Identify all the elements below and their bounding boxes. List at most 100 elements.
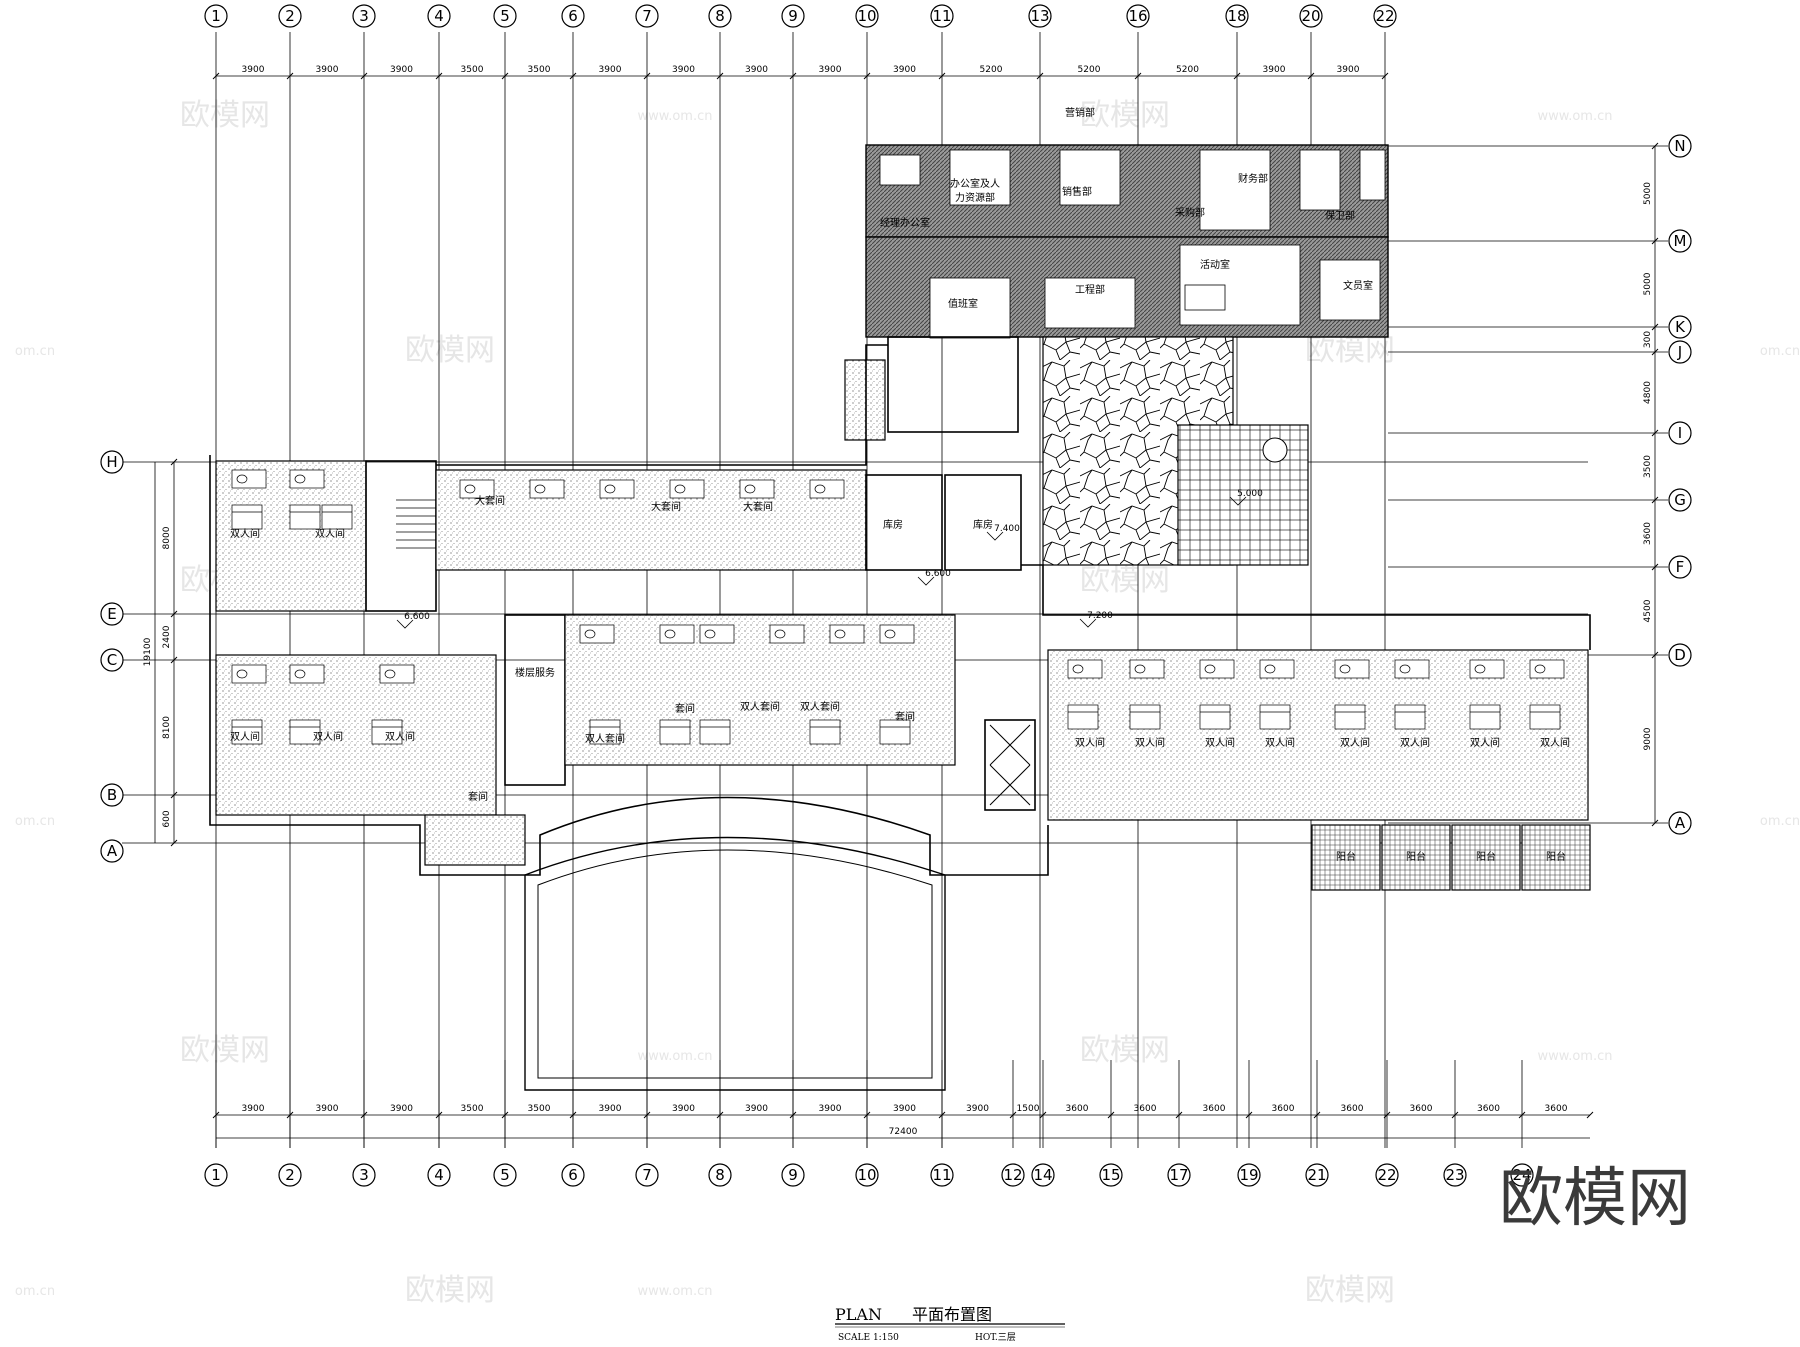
room-label-guest: 双人间 bbox=[230, 730, 260, 743]
axis-label: 6 bbox=[568, 7, 578, 25]
dimension-label: 3500 bbox=[528, 1104, 551, 1114]
room-label-office: 力资源部 bbox=[955, 191, 995, 204]
axis-label: 7 bbox=[642, 7, 652, 25]
axis-label: 6 bbox=[568, 1166, 578, 1184]
dimension-label: 3900 bbox=[893, 65, 916, 75]
room-label-guest: 双人间 bbox=[1265, 736, 1295, 749]
axis-label: 5 bbox=[500, 7, 510, 25]
outer-wall-west bbox=[209, 455, 1049, 876]
axis-label: 4 bbox=[434, 1166, 444, 1184]
dimension-label: 5200 bbox=[1078, 65, 1101, 75]
dimension-label: 3900 bbox=[745, 65, 768, 75]
axis-bubble: 6 bbox=[561, 1163, 585, 1187]
axis-bubble: 6 bbox=[561, 4, 585, 28]
dimension-label: 600 bbox=[162, 810, 172, 827]
plan-title-en: PLAN bbox=[835, 1305, 882, 1324]
level-marker: 6.600 bbox=[396, 612, 430, 629]
room-label-office: 文员室 bbox=[1343, 279, 1373, 292]
dimension-label: 2400 bbox=[162, 625, 172, 648]
room-label-guest: 库房 bbox=[973, 518, 993, 531]
room-labels: 营销部办公室及人力资源部经理办公室销售部采购部财务部保卫部活动室工程部值班室文员… bbox=[230, 106, 1570, 863]
room-label-guest: 双人间 bbox=[385, 730, 415, 743]
dimension-label: 5200 bbox=[980, 65, 1003, 75]
dimension-label: 3900 bbox=[1263, 65, 1286, 75]
axis-label: I bbox=[1678, 424, 1682, 442]
room-label-guest: 双人间 bbox=[1400, 736, 1430, 749]
axis-bubble: A bbox=[100, 839, 124, 863]
axis-bubble: 20 bbox=[1299, 4, 1323, 28]
watermark-brand: 欧模网 bbox=[1080, 98, 1170, 133]
axis-bubble: 15 bbox=[1099, 1163, 1123, 1187]
watermark-url: www.om.cn bbox=[638, 109, 713, 124]
axis-bubble: 10 bbox=[855, 1163, 879, 1187]
dimension-label: 3500 bbox=[461, 1104, 484, 1114]
watermark-url: www.om.cn bbox=[638, 1049, 713, 1064]
axis-label: 18 bbox=[1227, 7, 1246, 25]
room-label-office: 营销部 bbox=[1065, 106, 1095, 119]
watermark-url-short: om.cn bbox=[1760, 344, 1800, 359]
axis-bubble: B bbox=[100, 783, 124, 807]
axis-label: 8 bbox=[715, 7, 725, 25]
watermark-url: www.om.cn bbox=[1538, 109, 1613, 124]
room-label-guest: 双人间 bbox=[1340, 736, 1370, 749]
room-label-guest: 双人间 bbox=[1075, 736, 1105, 749]
axis-label: 11 bbox=[932, 1166, 951, 1184]
room-label-guest: 套间 bbox=[895, 710, 915, 723]
axis-label: G bbox=[1674, 491, 1686, 509]
axis-bubble: 7 bbox=[635, 4, 659, 28]
axis-label: C bbox=[107, 651, 117, 669]
axis-label: 15 bbox=[1101, 1166, 1120, 1184]
dimension-label: 3900 bbox=[672, 1104, 695, 1114]
axis-bubble: 4 bbox=[427, 1163, 451, 1187]
dimension-label: 3600 bbox=[1066, 1104, 1089, 1114]
axis-bubble: 1 bbox=[204, 1163, 228, 1187]
level-marker: 7.200 bbox=[1079, 611, 1113, 628]
axis-bubble: 7 bbox=[635, 1163, 659, 1187]
room-label-guest: 套间 bbox=[468, 790, 488, 803]
axis-bubble: 3 bbox=[352, 1163, 376, 1187]
tea-corner bbox=[424, 814, 526, 866]
axis-label: 5 bbox=[500, 1166, 510, 1184]
planter bbox=[1262, 437, 1288, 463]
dimension-label: 4800 bbox=[1643, 381, 1653, 404]
room-label-guest: 大套间 bbox=[743, 500, 773, 513]
dimension-label: 300 bbox=[1643, 331, 1653, 348]
axis-bubble: 3 bbox=[352, 4, 376, 28]
axis-bubble: 16 bbox=[1126, 4, 1150, 28]
balcony-2 bbox=[1381, 824, 1451, 891]
dimension-label: 3900 bbox=[242, 1104, 265, 1114]
axis-bubble: 21 bbox=[1305, 1163, 1329, 1187]
level-value: 7.400 bbox=[994, 524, 1020, 534]
watermark-brand: 欧模网 bbox=[1305, 333, 1395, 368]
room-label-guest: 双人间 bbox=[1205, 736, 1235, 749]
axis-label: B bbox=[107, 786, 117, 804]
axis-bubble: 8 bbox=[708, 1163, 732, 1187]
room-label-balcony: 阳台 bbox=[1406, 850, 1426, 863]
dimension-label: 3900 bbox=[672, 65, 695, 75]
room-label-office: 工程部 bbox=[1075, 283, 1105, 296]
office-desks bbox=[879, 149, 1386, 339]
brand-watermark: 欧模网 bbox=[1499, 1162, 1691, 1236]
room-label-office: 保卫部 bbox=[1325, 209, 1355, 222]
axis-bubble: G bbox=[1668, 488, 1692, 512]
axis-label: E bbox=[107, 605, 116, 623]
courtyard-pool bbox=[524, 836, 946, 1091]
axis-label: 21 bbox=[1307, 1166, 1326, 1184]
axis-bubble: K bbox=[1668, 315, 1692, 339]
axis-label: J bbox=[1677, 343, 1682, 361]
axis-label: 1 bbox=[211, 1166, 221, 1184]
dimension-label: 1500 bbox=[1017, 1104, 1040, 1114]
axis-label: 13 bbox=[1030, 7, 1049, 25]
dimension-label: 3900 bbox=[745, 1104, 768, 1114]
axis-label: 22 bbox=[1375, 7, 1394, 25]
axis-bubble: J bbox=[1668, 340, 1692, 364]
room-label-balcony: 阳台 bbox=[1336, 850, 1356, 863]
room-label-office: 采购部 bbox=[1175, 206, 1205, 219]
axis-bubble: 13 bbox=[1028, 4, 1052, 28]
level-value: 6.600 bbox=[404, 612, 430, 622]
axis-bubble: 9 bbox=[781, 4, 805, 28]
axis-bubble: 22 bbox=[1375, 1163, 1399, 1187]
room-label-office: 办公室及人 bbox=[950, 177, 1000, 190]
dimension-label: 3900 bbox=[316, 1104, 339, 1114]
